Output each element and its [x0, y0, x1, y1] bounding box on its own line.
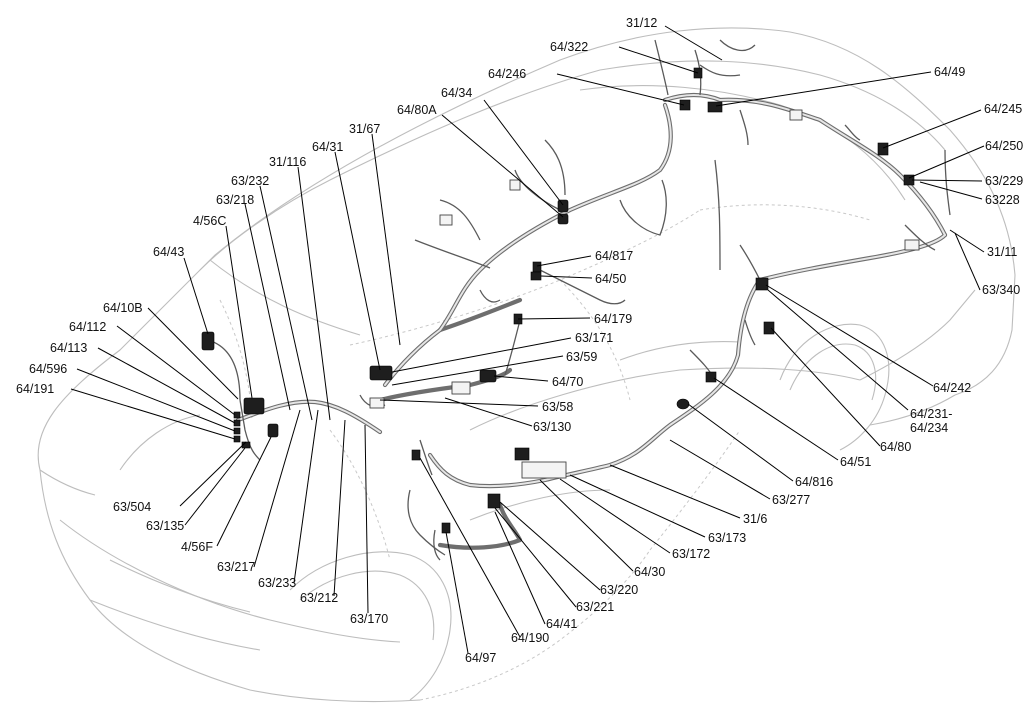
- label-63-172: 63/172: [672, 547, 710, 561]
- label-63-130: 63/130: [533, 420, 571, 434]
- label-63-58: 63/58: [542, 400, 573, 414]
- label-64-80a: 64/80A: [397, 103, 437, 117]
- label-63-220: 63/220: [600, 583, 638, 597]
- label-64-80: 64/80: [880, 440, 911, 454]
- label-63-233: 63/233: [258, 576, 296, 590]
- callout-labels: 31/12 64/322 64/246 64/49 64/34 64/80A 6…: [16, 16, 1023, 665]
- label-64-41: 64/41: [546, 617, 577, 631]
- label-63-340: 63/340: [982, 283, 1020, 297]
- label-64-70: 64/70: [552, 375, 583, 389]
- label-64-190: 64/190: [511, 631, 549, 645]
- label-64-50: 64/50: [595, 272, 626, 286]
- label-64-113: 64/113: [50, 341, 87, 355]
- label-4-56f: 4/56F: [181, 540, 213, 554]
- label-64-10b: 64/10B: [103, 301, 143, 315]
- label-64-245: 64/245: [984, 102, 1022, 116]
- label-63-212: 63/212: [300, 591, 338, 605]
- label-63-217: 63/217: [217, 560, 255, 574]
- car-body-outline: [37, 27, 1016, 703]
- label-63-173: 63/173: [708, 531, 746, 545]
- label-4-56c: 4/56C: [193, 214, 226, 228]
- label-64-596: 64/596: [29, 362, 67, 376]
- label-63-170: 63/170: [350, 612, 388, 626]
- label-63-221: 63/221: [576, 600, 614, 614]
- connectors: [201, 67, 920, 534]
- label-64-51: 64/51: [840, 455, 871, 469]
- label-64-30: 64/30: [634, 565, 665, 579]
- label-64-816: 64/816: [795, 475, 833, 489]
- label-31-67: 31/67: [349, 122, 380, 136]
- harness-trunks: [235, 93, 948, 550]
- label-64-191: 64/191: [16, 382, 54, 396]
- label-64-246: 64/246: [488, 67, 526, 81]
- label-64-250: 64/250: [985, 139, 1023, 153]
- label-31-11: 31/11: [987, 245, 1017, 259]
- label-64-31: 64/31: [312, 140, 343, 154]
- label-64-97: 64/97: [465, 651, 496, 665]
- label-63-232: 63/232: [231, 174, 269, 188]
- label-64-112: 64/112: [69, 320, 106, 334]
- branch-wires: [207, 39, 951, 561]
- label-64-322: 64/322: [550, 40, 588, 54]
- label-63228: 63228: [985, 193, 1020, 207]
- label-64-234: 64/234: [910, 421, 948, 435]
- label-63-504: 63/504: [113, 500, 151, 514]
- label-31-6: 31/6: [743, 512, 767, 526]
- label-63-277: 63/277: [772, 493, 810, 507]
- leader-lines: [70, 25, 985, 654]
- label-64-231: 64/231-: [910, 407, 952, 421]
- label-63-59: 63/59: [566, 350, 597, 364]
- label-31-12: 31/12: [626, 16, 657, 30]
- label-63-218: 63/218: [216, 193, 254, 207]
- label-64-34: 64/34: [441, 86, 472, 100]
- label-64-49: 64/49: [934, 65, 965, 79]
- label-64-242: 64/242: [933, 381, 971, 395]
- label-64-43: 64/43: [153, 245, 184, 259]
- label-64-817: 64/817: [595, 249, 633, 263]
- label-63-229: 63/229: [985, 174, 1023, 188]
- label-31-116: 31/116: [269, 155, 306, 169]
- label-63-171: 63/171: [575, 331, 613, 345]
- label-63-135: 63/135: [146, 519, 184, 533]
- label-64-179: 64/179: [594, 312, 632, 326]
